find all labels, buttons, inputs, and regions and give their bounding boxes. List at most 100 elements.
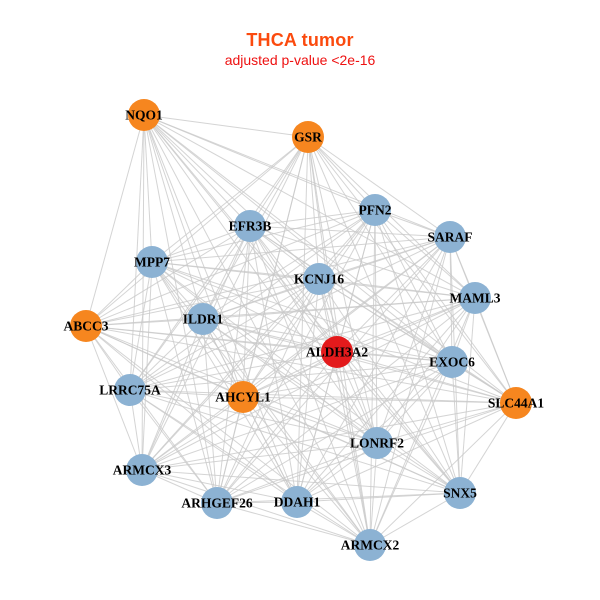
chart-subtitle: adjusted p-value <2e-16 xyxy=(224,52,376,68)
node-label-saraf: SARAF xyxy=(427,230,472,245)
edge-kcnj16-armcx3 xyxy=(141,278,320,471)
node-ddah1 xyxy=(281,486,313,518)
edge-abcc3-armcx3 xyxy=(85,325,143,471)
node-lrrc75a xyxy=(114,374,146,406)
edge-lrrc75a-arhgef26 xyxy=(129,389,218,504)
node-label-pfn2: PFN2 xyxy=(359,203,392,218)
edge-saraf-lonrf2 xyxy=(376,236,451,444)
edge-gsr-efr3b xyxy=(249,136,309,227)
edge-ildr1-slc44a1 xyxy=(202,318,517,404)
edge-gsr-armcx3 xyxy=(141,136,309,471)
edge-pfn2-abcc3 xyxy=(85,209,376,327)
node-kcnj16 xyxy=(303,263,335,295)
edge-gsr-pfn2 xyxy=(307,136,376,211)
edge-lonrf2-ddah1 xyxy=(296,442,378,503)
edge-snx5-ddah1 xyxy=(296,492,461,503)
edge-kcnj16-snx5 xyxy=(318,278,461,494)
node-label-arhgef26: ARHGEF26 xyxy=(181,496,253,511)
node-circles xyxy=(70,99,532,561)
edge-lrrc75a-ahcyl1 xyxy=(129,389,244,398)
edge-pfn2-exoc6 xyxy=(374,209,453,363)
edge-ahcyl1-slc44a1 xyxy=(242,396,517,404)
edge-lines xyxy=(85,114,517,546)
edge-nqo1-armcx3 xyxy=(141,114,145,471)
edge-armcx3-snx5 xyxy=(141,469,461,494)
node-label-exoc6: EXOC6 xyxy=(429,355,475,370)
edge-ahcyl1-ddah1 xyxy=(242,396,298,503)
edge-slc44a1-ddah1 xyxy=(296,402,517,503)
edge-kcnj16-abcc3 xyxy=(85,278,320,327)
edge-maml3-lonrf2 xyxy=(376,297,476,444)
edge-gsr-exoc6 xyxy=(307,136,453,363)
node-ildr1 xyxy=(187,303,219,335)
edge-lonrf2-arhgef26 xyxy=(216,442,378,504)
edge-aldh3a2-lrrc75a xyxy=(129,351,338,391)
edge-maml3-slc44a1 xyxy=(474,297,517,404)
node-label-armcx3: ARMCX3 xyxy=(113,463,172,478)
node-arhgef26 xyxy=(201,487,233,519)
edge-nqo1-efr3b xyxy=(143,114,251,227)
edge-maml3-aldh3a2 xyxy=(336,297,476,353)
edge-efr3b-ahcyl1 xyxy=(242,225,251,398)
node-label-armcx2: ARMCX2 xyxy=(341,538,400,553)
edge-saraf-aldh3a2 xyxy=(336,236,451,353)
edge-ildr1-lrrc75a xyxy=(129,318,204,391)
edge-armcx3-armcx2 xyxy=(141,469,371,546)
edge-pfn2-maml3 xyxy=(374,209,476,299)
edge-lonrf2-armcx2 xyxy=(369,442,378,546)
edge-efr3b-ildr1 xyxy=(202,225,251,320)
node-label-mpp7: MPP7 xyxy=(134,255,170,270)
node-label-lrrc75a: LRRC75A xyxy=(99,383,161,398)
edge-abcc3-lonrf2 xyxy=(85,325,378,444)
node-label-lonrf2: LONRF2 xyxy=(350,436,404,451)
edge-efr3b-abcc3 xyxy=(85,225,251,327)
edge-maml3-ildr1 xyxy=(202,297,476,320)
node-label-nqo1: NQO1 xyxy=(125,108,163,123)
edge-gsr-lrrc75a xyxy=(129,136,309,391)
edge-ahcyl1-armcx2 xyxy=(242,396,371,546)
edge-nqo1-mpp7 xyxy=(143,114,153,263)
edge-gsr-kcnj16 xyxy=(307,136,320,280)
edge-maml3-arhgef26 xyxy=(216,297,476,504)
edge-aldh3a2-exoc6 xyxy=(336,351,453,363)
edge-lonrf2-armcx3 xyxy=(141,442,378,471)
edge-lrrc75a-slc44a1 xyxy=(129,389,517,404)
edge-saraf-armcx2 xyxy=(369,236,451,546)
edge-ahcyl1-arhgef26 xyxy=(216,396,244,504)
edge-nqo1-ildr1 xyxy=(143,114,204,320)
edge-ildr1-arhgef26 xyxy=(202,318,218,504)
edge-kcnj16-maml3 xyxy=(318,278,476,299)
edge-gsr-ddah1 xyxy=(296,136,309,503)
edge-efr3b-mpp7 xyxy=(151,225,251,263)
node-label-aldh3a2: ALDH3A2 xyxy=(306,345,369,360)
edge-nqo1-gsr xyxy=(143,114,309,138)
edge-pfn2-slc44a1 xyxy=(374,209,517,404)
node-pfn2 xyxy=(359,194,391,226)
edge-efr3b-pfn2 xyxy=(249,209,376,227)
edge-ildr1-snx5 xyxy=(202,318,461,494)
edge-gsr-saraf xyxy=(307,136,451,238)
edge-slc44a1-snx5 xyxy=(459,402,517,494)
edge-armcx3-ddah1 xyxy=(141,469,298,503)
edge-slc44a1-armcx2 xyxy=(369,402,517,546)
node-label-gsr: GSR xyxy=(294,130,322,145)
edge-snx5-armcx2 xyxy=(369,492,461,546)
edge-pfn2-armcx3 xyxy=(141,209,376,471)
node-maml3 xyxy=(459,282,491,314)
node-label-ahcyl1: AHCYL1 xyxy=(215,390,271,405)
edge-aldh3a2-armcx2 xyxy=(336,351,371,546)
edge-ahcyl1-snx5 xyxy=(242,396,461,494)
edge-saraf-ddah1 xyxy=(296,236,451,503)
node-label-slc44a1: SLC44A1 xyxy=(488,396,545,411)
edge-abcc3-ildr1 xyxy=(85,318,204,327)
node-efr3b xyxy=(234,210,266,242)
node-snx5 xyxy=(444,477,476,509)
node-label-kcnj16: KCNJ16 xyxy=(294,272,344,287)
edge-gsr-abcc3 xyxy=(85,136,309,327)
edge-mpp7-slc44a1 xyxy=(151,261,517,404)
edge-ahcyl1-armcx3 xyxy=(141,396,244,471)
node-label-ddah1: DDAH1 xyxy=(274,495,321,510)
edge-pfn2-mpp7 xyxy=(151,209,376,263)
node-ahcyl1 xyxy=(227,381,259,413)
